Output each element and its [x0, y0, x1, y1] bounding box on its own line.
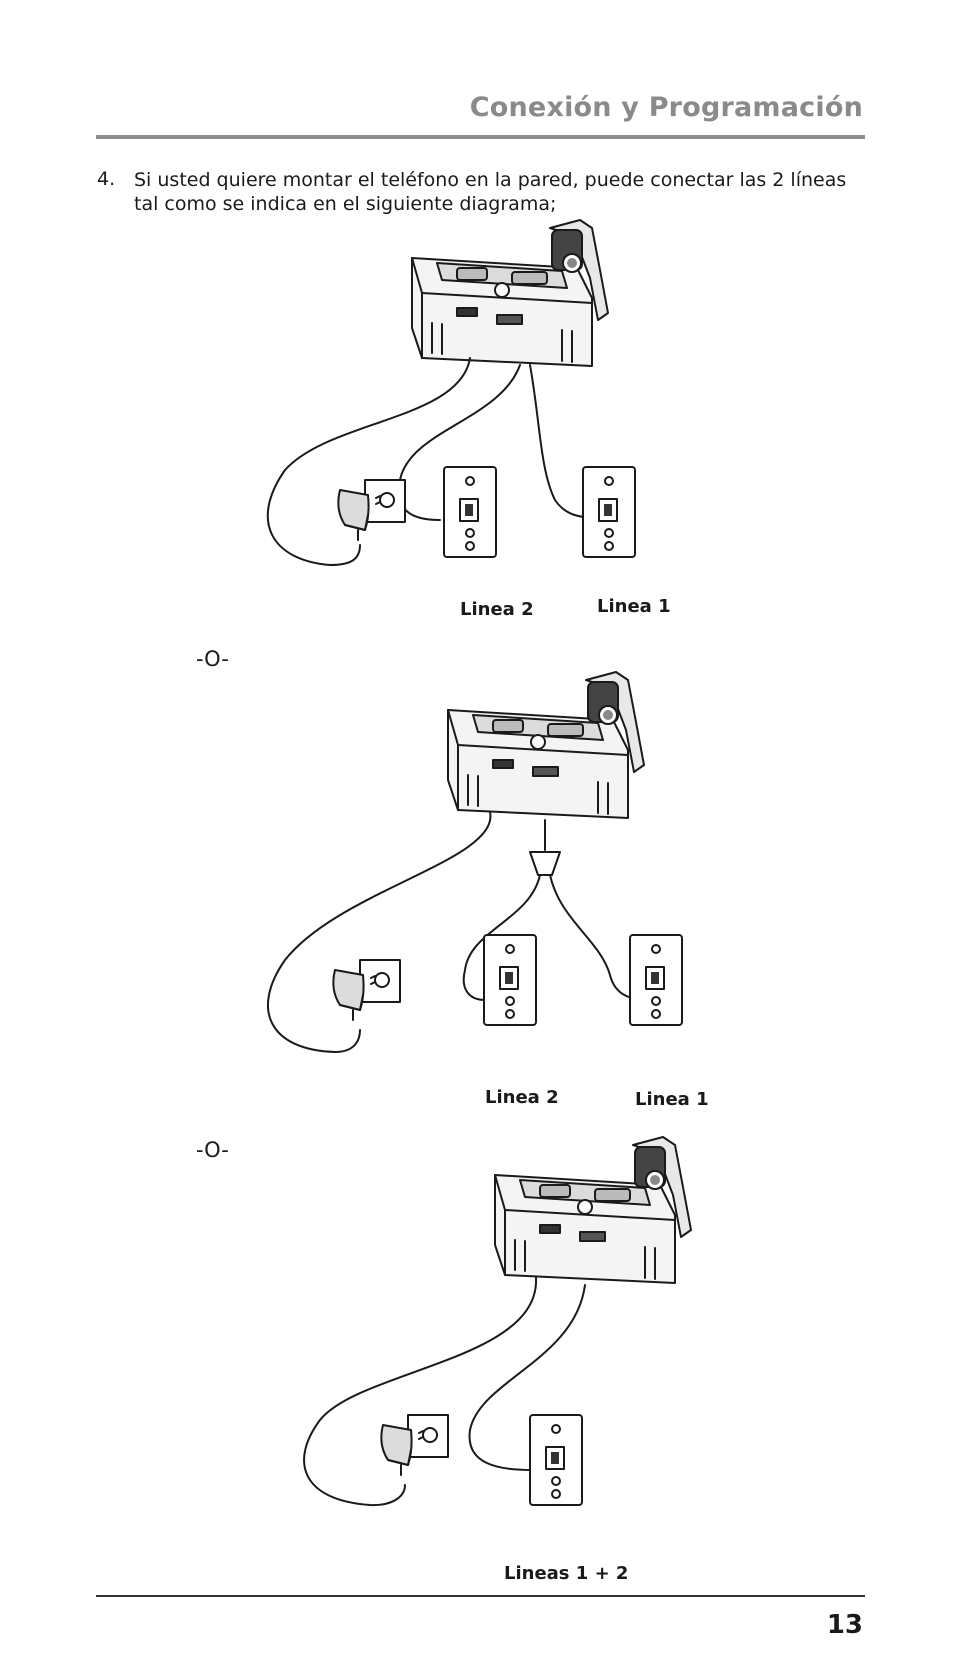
instruction-text: Si usted quiere montar el teléfono en la… [134, 169, 847, 215]
page-header-title: Conexión y Programación [469, 92, 863, 123]
diagram-2-label-line-2: Linea 2 [485, 1087, 559, 1108]
diagram-1-label-line-2: Linea 2 [460, 599, 534, 620]
separator-2: -O- [196, 1138, 229, 1162]
diagram-2-label-line-1: Linea 1 [635, 1089, 709, 1110]
diagram-3-label-lines-1-2: Lineas 1 + 2 [504, 1563, 629, 1584]
diagram-1 [411, 219, 609, 367]
header-rule [96, 135, 865, 139]
instruction-number: 4. [97, 168, 116, 190]
footer-rule [96, 1595, 865, 1597]
diagram-3 [494, 1136, 692, 1284]
page-number: 13 [826, 1610, 863, 1640]
separator-1: -O- [196, 647, 229, 671]
diagram-2 [447, 671, 645, 819]
diagram-1-label-line-1: Linea 1 [597, 596, 671, 617]
